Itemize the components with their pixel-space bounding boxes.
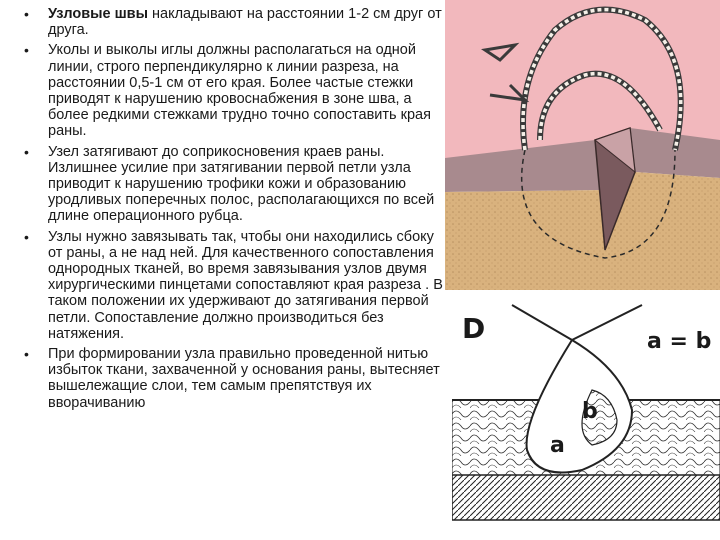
bullet-item: • При формировании узла правильно проведе… [20, 346, 445, 411]
bullet-item: • Уколы и выколы иглы должны располагатьс… [20, 42, 445, 139]
suture-loop-inner [581, 389, 618, 446]
label-a: a [550, 433, 565, 458]
bullet-icon: • [24, 6, 29, 22]
suture-path [520, 149, 676, 259]
bullet-icon: • [24, 42, 29, 59]
bullet-icon: • [24, 143, 29, 160]
suture-cross-section-illustration [445, 0, 720, 290]
dermis-layer [445, 128, 720, 192]
bullet-text: Узлы нужно завязывать так, чтобы они нах… [48, 228, 443, 342]
thread-left [511, 304, 573, 341]
knot-icon [481, 42, 530, 103]
bullet-item: • Узел затягивают до соприкосновения крае… [20, 144, 445, 225]
bullet-item: • Узлы нужно завязывать так, чтобы они на… [20, 229, 445, 342]
fat-layer [445, 172, 720, 290]
muscle-layer [452, 474, 720, 521]
thread-right [571, 304, 643, 341]
bullet-text: Уколы и выколы иглы должны располагаться… [48, 42, 431, 140]
text-column: • Узловые швы накладывают на расстоянии 1… [20, 6, 445, 415]
wound-cut [593, 127, 636, 174]
suture-thread-2-highlight [538, 72, 662, 141]
suture-diagram-d: D a = b a b [452, 300, 720, 525]
bullet-text: При формировании узла правильно проведен… [48, 346, 440, 411]
bullet-text: накладывают на расстоянии 1-2 см друг от… [48, 6, 442, 39]
bullet-text: Узел затягивают до соприкосновения краев… [48, 143, 435, 225]
panel-letter: D [462, 312, 485, 345]
suture-thread-highlight [521, 7, 683, 151]
bullet-icon: • [24, 346, 29, 363]
bullet-bold: Узловые швы [48, 6, 148, 22]
bullet-list: • Узловые швы накладывают на расстоянии 1… [20, 6, 445, 411]
equation-label: a = b [647, 329, 711, 354]
label-b: b [582, 399, 598, 424]
bullet-item: • Узловые швы накладывают на расстоянии 1… [20, 6, 445, 38]
bullet-icon: • [24, 228, 29, 245]
